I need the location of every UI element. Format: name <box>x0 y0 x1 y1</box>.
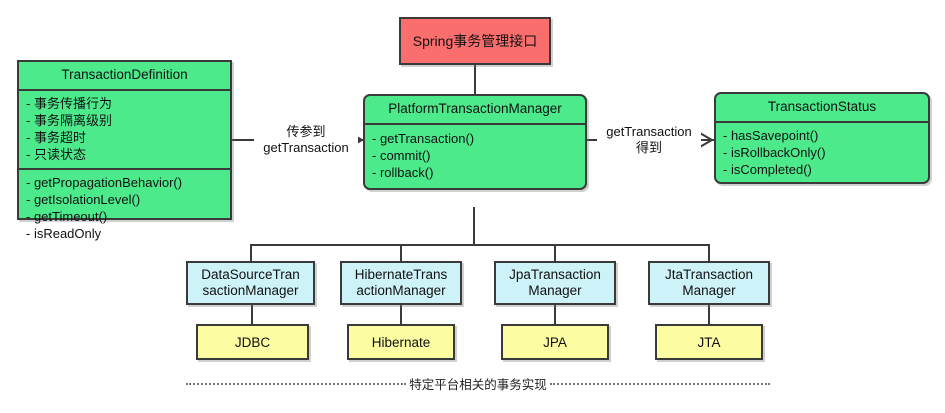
impl-label-line1: JtaTransaction <box>664 267 754 282</box>
tech-label: JTA <box>697 334 721 350</box>
node-transaction-definition[interactable]: TransactionDefinition - 事务传播行为 - 事务隔离级别 … <box>17 60 232 241</box>
impl-label-line2: actionManager <box>356 283 446 298</box>
connector-impl2-to-tech2 <box>554 305 556 324</box>
edge-label-left-line2: getTransaction <box>263 140 349 155</box>
impl-label-line2: Manager <box>528 283 582 298</box>
dotted-line-right <box>549 382 771 385</box>
edge-label-right: getTransaction 得到 <box>597 124 701 156</box>
method-row: - rollback() <box>372 165 434 181</box>
method-row: - isRollbackOnly() <box>723 145 826 161</box>
transaction-definition-methods: - getPropagationBehavior() - getIsolatio… <box>19 168 230 247</box>
impl-label-line1: JpaTransaction <box>509 267 601 282</box>
transaction-status-methods: - hasSavepoint() - isRollbackOnly() - is… <box>716 121 928 183</box>
connector-drop-impl-2 <box>554 244 556 262</box>
connector-inheritance-stem <box>473 207 475 245</box>
method-row: - getIsolationLevel() <box>26 192 141 208</box>
node-jdbc[interactable]: JDBC <box>196 324 309 360</box>
node-jpa[interactable]: JPA <box>501 324 609 360</box>
connector-spring-to-ptm <box>474 65 476 95</box>
impl-label-line2: Manager <box>682 283 736 298</box>
node-hibernate-transaction-manager[interactable]: HibernateTrans actionManager <box>340 261 462 305</box>
transaction-definition-attributes: - 事务传播行为 - 事务隔离级别 - 事务超时 - 只读状态 <box>19 89 230 168</box>
connector-drop-impl-3 <box>708 244 710 262</box>
method-row: - isCompleted() <box>723 162 812 178</box>
node-platform-transaction-manager[interactable]: PlatformTransactionManager - getTransact… <box>363 94 587 190</box>
attribute-row: - 事务隔离级别 <box>26 113 112 129</box>
node-datasource-transaction-manager[interactable]: DataSourceTran sactionManager <box>186 261 315 305</box>
connector-impl3-to-tech3 <box>708 305 710 324</box>
node-jta[interactable]: JTA <box>655 324 763 360</box>
node-transaction-status[interactable]: TransactionStatus - hasSavepoint() - isR… <box>714 92 930 184</box>
method-row: - getTimeout() <box>26 209 108 225</box>
connector-drop-impl-1 <box>400 244 402 262</box>
edge-label-right-line1: getTransaction <box>606 124 692 139</box>
method-row: - isReadOnly <box>26 226 102 242</box>
attribute-row: - 事务传播行为 <box>26 96 112 112</box>
impl-label-line1: DataSourceTran <box>201 267 300 282</box>
method-row: - hasSavepoint() <box>723 128 819 144</box>
method-row: - getTransaction() <box>372 131 475 147</box>
impl-label: JpaTransaction Manager <box>509 267 601 299</box>
impl-label: HibernateTrans actionManager <box>355 267 448 299</box>
tech-label: Hibernate <box>371 334 431 350</box>
impl-label-line1: HibernateTrans <box>354 267 448 282</box>
node-jpa-transaction-manager[interactable]: JpaTransaction Manager <box>494 261 616 305</box>
arrowhead-open-to-txstatus <box>697 131 715 149</box>
bottom-caption-group: 特定平台相关的事务实现 <box>186 374 771 393</box>
node-hibernate[interactable]: Hibernate <box>347 324 455 360</box>
method-row: - commit() <box>372 148 431 164</box>
tech-label: JPA <box>543 334 567 350</box>
dotted-line-left <box>186 382 407 385</box>
node-jta-transaction-manager[interactable]: JtaTransaction Manager <box>648 261 770 305</box>
impl-label: JtaTransaction Manager <box>665 267 753 299</box>
impl-label-line2: sactionManager <box>202 283 299 298</box>
attribute-row: - 事务超时 <box>26 130 86 146</box>
edge-label-left: 传参到 getTransaction <box>254 124 358 156</box>
node-spring-transaction-interface[interactable]: Spring事务管理接口 <box>399 17 551 65</box>
transaction-status-title: TransactionStatus <box>767 99 877 114</box>
attribute-row: - 只读状态 <box>26 147 86 163</box>
connector-inheritance-bus <box>250 244 709 246</box>
tech-label: JDBC <box>234 334 271 350</box>
connector-impl0-to-tech0 <box>251 305 253 324</box>
platform-transaction-manager-methods: - getTransaction() - commit() - rollback… <box>365 123 585 186</box>
edge-label-right-line2: 得到 <box>635 140 662 155</box>
bottom-caption-text: 特定平台相关的事务实现 <box>409 378 547 392</box>
method-row: - getPropagationBehavior() <box>26 175 183 191</box>
edge-label-left-line1: 传参到 <box>286 124 326 139</box>
platform-transaction-manager-title: PlatformTransactionManager <box>388 101 562 116</box>
connector-drop-impl-0 <box>250 244 252 262</box>
connector-impl1-to-tech1 <box>400 305 402 324</box>
transaction-definition-title: TransactionDefinition <box>61 67 188 82</box>
node-spring-title: Spring事务管理接口 <box>412 32 538 49</box>
impl-label: DataSourceTran sactionManager <box>201 267 300 299</box>
